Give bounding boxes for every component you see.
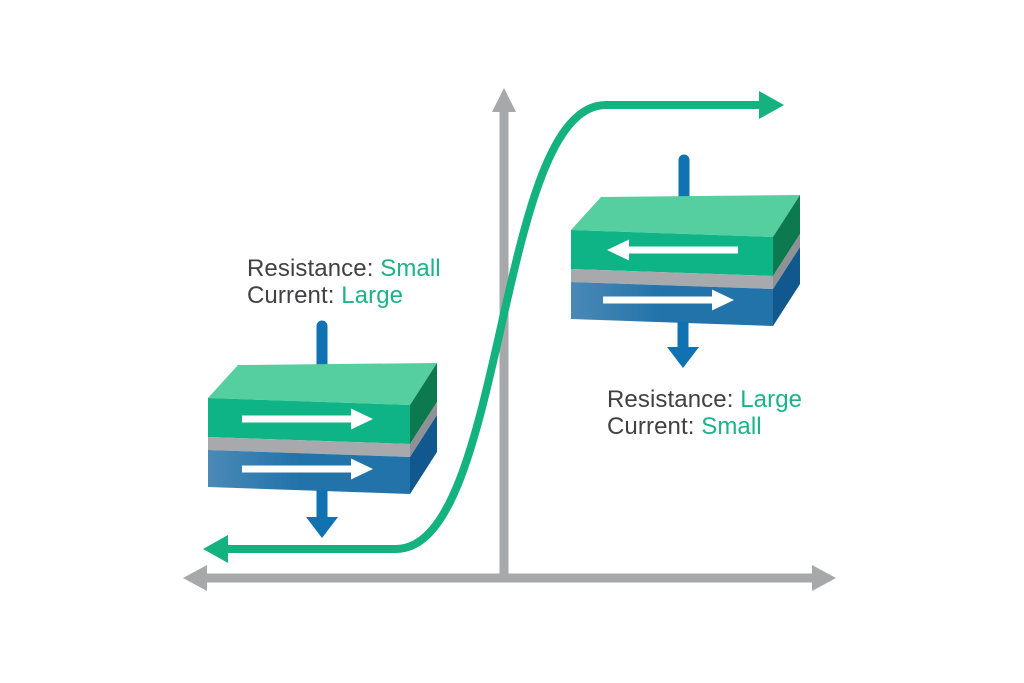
x-axis-right-arrowhead-icon bbox=[812, 565, 836, 591]
caption-line: Current:Large bbox=[247, 282, 441, 309]
caption-line: Resistance:Small bbox=[247, 255, 441, 282]
current-out-arrowhead-icon bbox=[667, 347, 699, 368]
current-label: Current: bbox=[247, 282, 335, 309]
resistance-label: Resistance: bbox=[247, 255, 374, 282]
stack-top-face bbox=[208, 363, 437, 405]
current-out-arrowhead-icon bbox=[306, 517, 338, 538]
free-layer-side bbox=[410, 363, 437, 444]
sigmoid-curve bbox=[218, 101, 761, 553]
stack-top-face bbox=[571, 195, 800, 237]
antiparallel-state-caption: Resistance:Large Current:Small bbox=[607, 386, 802, 440]
barrier-front bbox=[571, 269, 773, 289]
parallel-state-caption: Resistance:Small Current:Large bbox=[247, 255, 441, 309]
axes bbox=[183, 88, 836, 591]
curve-left-arrowhead-icon bbox=[203, 535, 228, 563]
switching-curve bbox=[203, 91, 784, 563]
mtj-stack-antiparallel bbox=[571, 154, 800, 368]
caption-line: Current:Small bbox=[607, 413, 802, 440]
x-axis-left-arrowhead-icon bbox=[183, 565, 207, 591]
mtj-stack-parallel bbox=[208, 320, 437, 538]
barrier-side bbox=[773, 234, 800, 289]
current-value: Small bbox=[701, 413, 762, 440]
current-label: Current: bbox=[607, 413, 695, 440]
caption-line: Resistance:Large bbox=[607, 386, 802, 413]
current-value: Large bbox=[341, 282, 404, 309]
resistance-value: Large bbox=[740, 386, 803, 413]
resistance-value: Small bbox=[380, 255, 441, 282]
fixed-layer-side bbox=[410, 415, 437, 494]
resistance-label: Resistance: bbox=[607, 386, 734, 413]
barrier-front bbox=[208, 437, 410, 457]
y-axis-top-arrowhead-icon bbox=[492, 88, 516, 112]
free-layer-side bbox=[773, 195, 800, 276]
fixed-layer-side bbox=[773, 247, 800, 326]
curve-right-arrowhead-icon bbox=[759, 91, 784, 119]
barrier-side bbox=[410, 402, 437, 457]
fixed-layer-front bbox=[571, 282, 773, 326]
